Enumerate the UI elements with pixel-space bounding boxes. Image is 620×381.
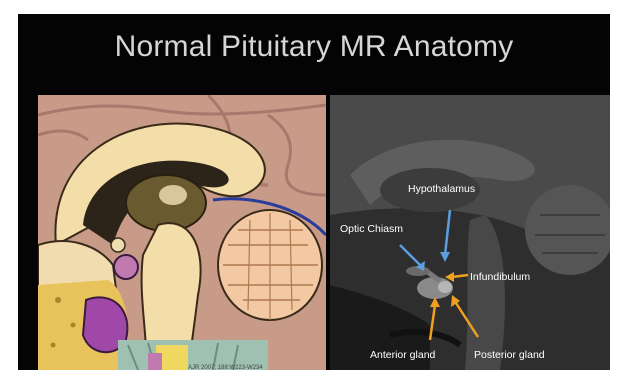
- posterior-gland-label: Posterior gland: [474, 349, 545, 361]
- optic-chiasm-label: Optic Chiasm: [340, 223, 403, 235]
- sagittal-mri-pituitary: Hypothalamus Optic Chiasm Infundibulum A…: [330, 95, 610, 370]
- anterior-gland-label: Anterior gland: [370, 349, 436, 361]
- infundibulum-label: Infundibulum: [470, 271, 530, 283]
- slide: Normal Pituitary MR Anatomy: [18, 14, 610, 370]
- sagittal-brain-illustration: [38, 95, 326, 370]
- citation-footer: AJR 2007; 188:W223-W234: [188, 365, 263, 371]
- slide-title: Normal Pituitary MR Anatomy: [18, 30, 610, 64]
- hypothalamus-label: Hypothalamus: [408, 183, 475, 195]
